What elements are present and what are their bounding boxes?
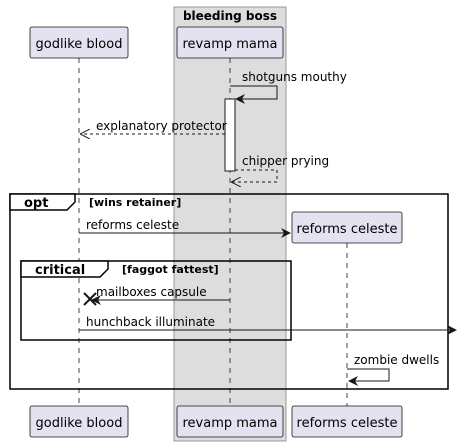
message-line bbox=[230, 85, 278, 104]
participant-revamp-mama-top[interactable]: revamp mama bbox=[176, 26, 284, 59]
activation-bar bbox=[224, 98, 236, 172]
participant-godlike-blood-bottom[interactable]: godlike blood bbox=[29, 405, 129, 438]
message-shotguns-mouthy: shotguns mouthy bbox=[230, 70, 347, 104]
message-chipper-prying: chipper prying bbox=[232, 154, 329, 182]
message-hunchback-illuminate: hunchback illuminate bbox=[79, 315, 457, 335]
box-title: bleeding boss bbox=[183, 9, 277, 23]
participant-box bbox=[291, 211, 403, 244]
participant-label: godlike blood bbox=[36, 37, 123, 52]
message-zombie-dwells: zombie dwells bbox=[347, 353, 439, 386]
fragment-frame bbox=[9, 193, 449, 390]
participant-label: reforms celeste bbox=[297, 222, 398, 237]
fragment-guard: [faggot fattest] bbox=[122, 263, 219, 276]
participant-box bbox=[176, 405, 284, 438]
fragment-tab bbox=[9, 193, 76, 211]
participant-reforms-celeste-bottom[interactable]: reforms celeste bbox=[291, 405, 403, 438]
message-mailboxes-capsule: mailboxes capsule bbox=[83, 285, 230, 306]
participant-reforms-celeste-created[interactable]: reforms celeste bbox=[291, 211, 403, 244]
fragment-guard: [wins retainer] bbox=[89, 196, 181, 209]
fragment-opt: opt [wins retainer] bbox=[9, 193, 449, 390]
message-label: chipper prying bbox=[242, 154, 329, 168]
participant-box bbox=[176, 26, 284, 59]
participant-box bbox=[29, 405, 129, 438]
fragment-critical: critical [faggot fattest] bbox=[20, 260, 292, 341]
participant-revamp-mama-bottom[interactable]: revamp mama bbox=[176, 405, 284, 438]
message-line bbox=[232, 169, 278, 182]
participant-godlike-blood-top[interactable]: godlike blood bbox=[29, 26, 129, 59]
message-label: reforms celeste bbox=[86, 218, 179, 232]
message-label: zombie dwells bbox=[354, 353, 439, 367]
message-line bbox=[347, 368, 390, 386]
fragment-keyword: critical bbox=[35, 263, 85, 278]
message-label: shotguns mouthy bbox=[242, 70, 347, 84]
participant-label: revamp mama bbox=[182, 37, 277, 52]
participant-box bbox=[29, 26, 129, 59]
fragment-keyword: opt bbox=[24, 196, 48, 211]
message-explanatory-protector: explanatory protector bbox=[81, 119, 227, 134]
participant-label: godlike blood bbox=[36, 416, 123, 431]
message-label: mailboxes capsule bbox=[96, 285, 207, 299]
destroy-x-icon bbox=[83, 292, 97, 306]
participant-label: revamp mama bbox=[182, 416, 277, 431]
participant-label: reforms celeste bbox=[297, 416, 398, 431]
fragment-tab bbox=[20, 260, 109, 278]
participant-box bbox=[291, 405, 403, 438]
message-label: explanatory protector bbox=[96, 119, 227, 133]
fragment-frame bbox=[20, 260, 292, 341]
message-label: hunchback illuminate bbox=[86, 315, 215, 329]
message-reforms-celeste: reforms celeste bbox=[79, 218, 291, 238]
